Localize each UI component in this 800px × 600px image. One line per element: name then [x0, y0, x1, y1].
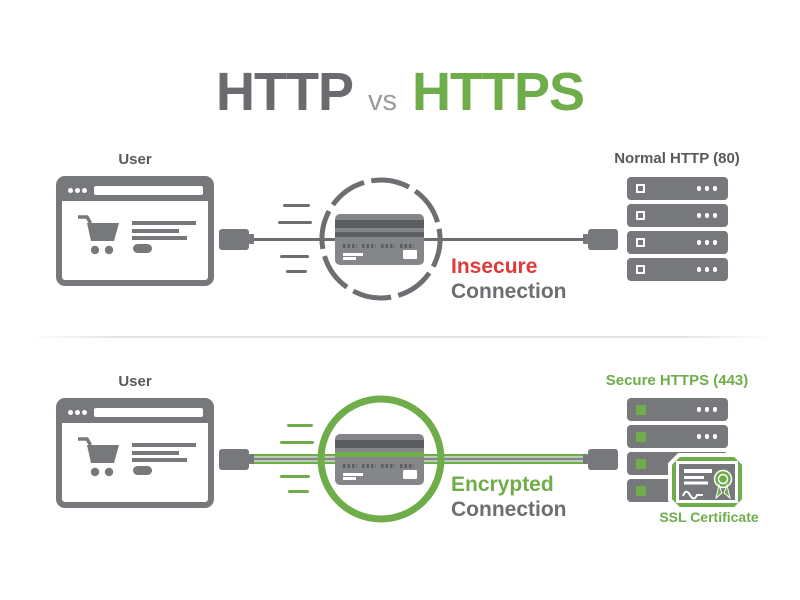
- plug-pin: [249, 234, 254, 244]
- address-bar: [94, 408, 203, 417]
- server-led: [636, 485, 646, 496]
- insecure-connection-label: Insecure Connection: [451, 254, 567, 304]
- address-bar: [94, 186, 203, 195]
- browser-titlebar: [61, 403, 209, 423]
- browser-window-icon: [56, 398, 214, 508]
- status-word: Connection: [451, 498, 567, 521]
- encrypted-connection-label: Encrypted Connection: [451, 472, 567, 522]
- text-line: [132, 451, 179, 455]
- window-dot-icon: [82, 410, 87, 415]
- server-unit: [627, 231, 728, 254]
- card-number: [343, 464, 414, 468]
- title-https: HTTPS: [411, 62, 585, 122]
- window-dot-icon: [75, 410, 80, 415]
- card-name-line: [343, 257, 356, 260]
- server-led: [636, 238, 645, 247]
- server-led: [636, 404, 646, 415]
- plug-icon: [219, 229, 249, 250]
- speed-line: [287, 424, 313, 427]
- plug-icon: [588, 449, 618, 470]
- card-signature-box: [403, 470, 417, 479]
- server-unit: [627, 398, 728, 421]
- window-dot-icon: [68, 410, 73, 415]
- credit-card-icon: [335, 434, 424, 485]
- server-led: [636, 431, 646, 442]
- speed-line: [280, 441, 314, 444]
- button-pill: [133, 244, 152, 253]
- shopping-cart-icon: [78, 437, 119, 477]
- user-label: User: [118, 151, 152, 168]
- server-led: [636, 458, 646, 469]
- title-http: HTTP: [215, 62, 354, 122]
- server-led: [636, 211, 645, 220]
- magnetic-stripe: [335, 440, 424, 448]
- server-led: [636, 265, 645, 274]
- card-stripe: [335, 232, 424, 237]
- speed-line: [280, 255, 309, 258]
- server-dots: [696, 213, 717, 218]
- speed-line: [286, 270, 307, 273]
- card-name-line: [343, 472, 363, 476]
- card-number: [343, 244, 414, 248]
- page-title: HTTP vs HTTPS: [0, 64, 800, 121]
- speed-line: [280, 475, 310, 478]
- server-dots: [696, 240, 717, 245]
- server-dots: [696, 186, 717, 191]
- dashed-circle-icon: [319, 177, 443, 301]
- speed-line: [278, 221, 312, 224]
- browser-content: [62, 200, 208, 278]
- server-dots: [696, 407, 717, 412]
- plug-pin: [249, 454, 254, 464]
- plug-pin: [583, 234, 588, 244]
- server-stack-icon: [627, 177, 728, 285]
- speed-line: [283, 204, 310, 207]
- window-dot-icon: [82, 188, 87, 193]
- text-line: [132, 221, 196, 225]
- card-stripe: [335, 452, 424, 457]
- speed-line: [288, 490, 309, 493]
- status-word: Connection: [451, 280, 567, 303]
- status-word: Insecure: [451, 255, 538, 278]
- card-signature-box: [403, 250, 417, 259]
- text-line: [132, 443, 196, 447]
- server-unit: [627, 425, 728, 448]
- browser-window-icon: [56, 176, 214, 286]
- text-line: [132, 458, 187, 462]
- ssl-certificate-icon: [668, 453, 746, 511]
- button-pill: [133, 466, 152, 475]
- title-vs: vs: [367, 85, 397, 117]
- browser-titlebar: [61, 181, 209, 201]
- text-line: [132, 236, 187, 240]
- shopping-cart-icon: [78, 215, 119, 255]
- secure-https-label: Secure HTTPS (443): [605, 372, 749, 389]
- card-name-line: [343, 477, 356, 480]
- server-dots: [696, 434, 717, 439]
- server-dots: [696, 267, 717, 272]
- status-word: Encrypted: [451, 473, 554, 496]
- ssl-certificate-label: SSL Certificate: [659, 509, 759, 525]
- server-unit: [627, 177, 728, 200]
- magnetic-stripe: [335, 220, 424, 228]
- server-led: [636, 184, 645, 193]
- window-dot-icon: [75, 188, 80, 193]
- plug-icon: [588, 229, 618, 250]
- plug-pin: [583, 454, 588, 464]
- plug-icon: [219, 449, 249, 470]
- card-name-line: [343, 252, 363, 256]
- section-divider: [28, 336, 772, 338]
- window-dot-icon: [68, 188, 73, 193]
- credit-card-icon: [335, 214, 424, 265]
- user-label: User: [118, 373, 152, 390]
- secure-circle-icon: [317, 395, 445, 523]
- text-line: [132, 229, 179, 233]
- normal-http-label: Normal HTTP (80): [614, 150, 740, 167]
- browser-content: [62, 422, 208, 500]
- server-unit: [627, 204, 728, 227]
- server-unit: [627, 258, 728, 281]
